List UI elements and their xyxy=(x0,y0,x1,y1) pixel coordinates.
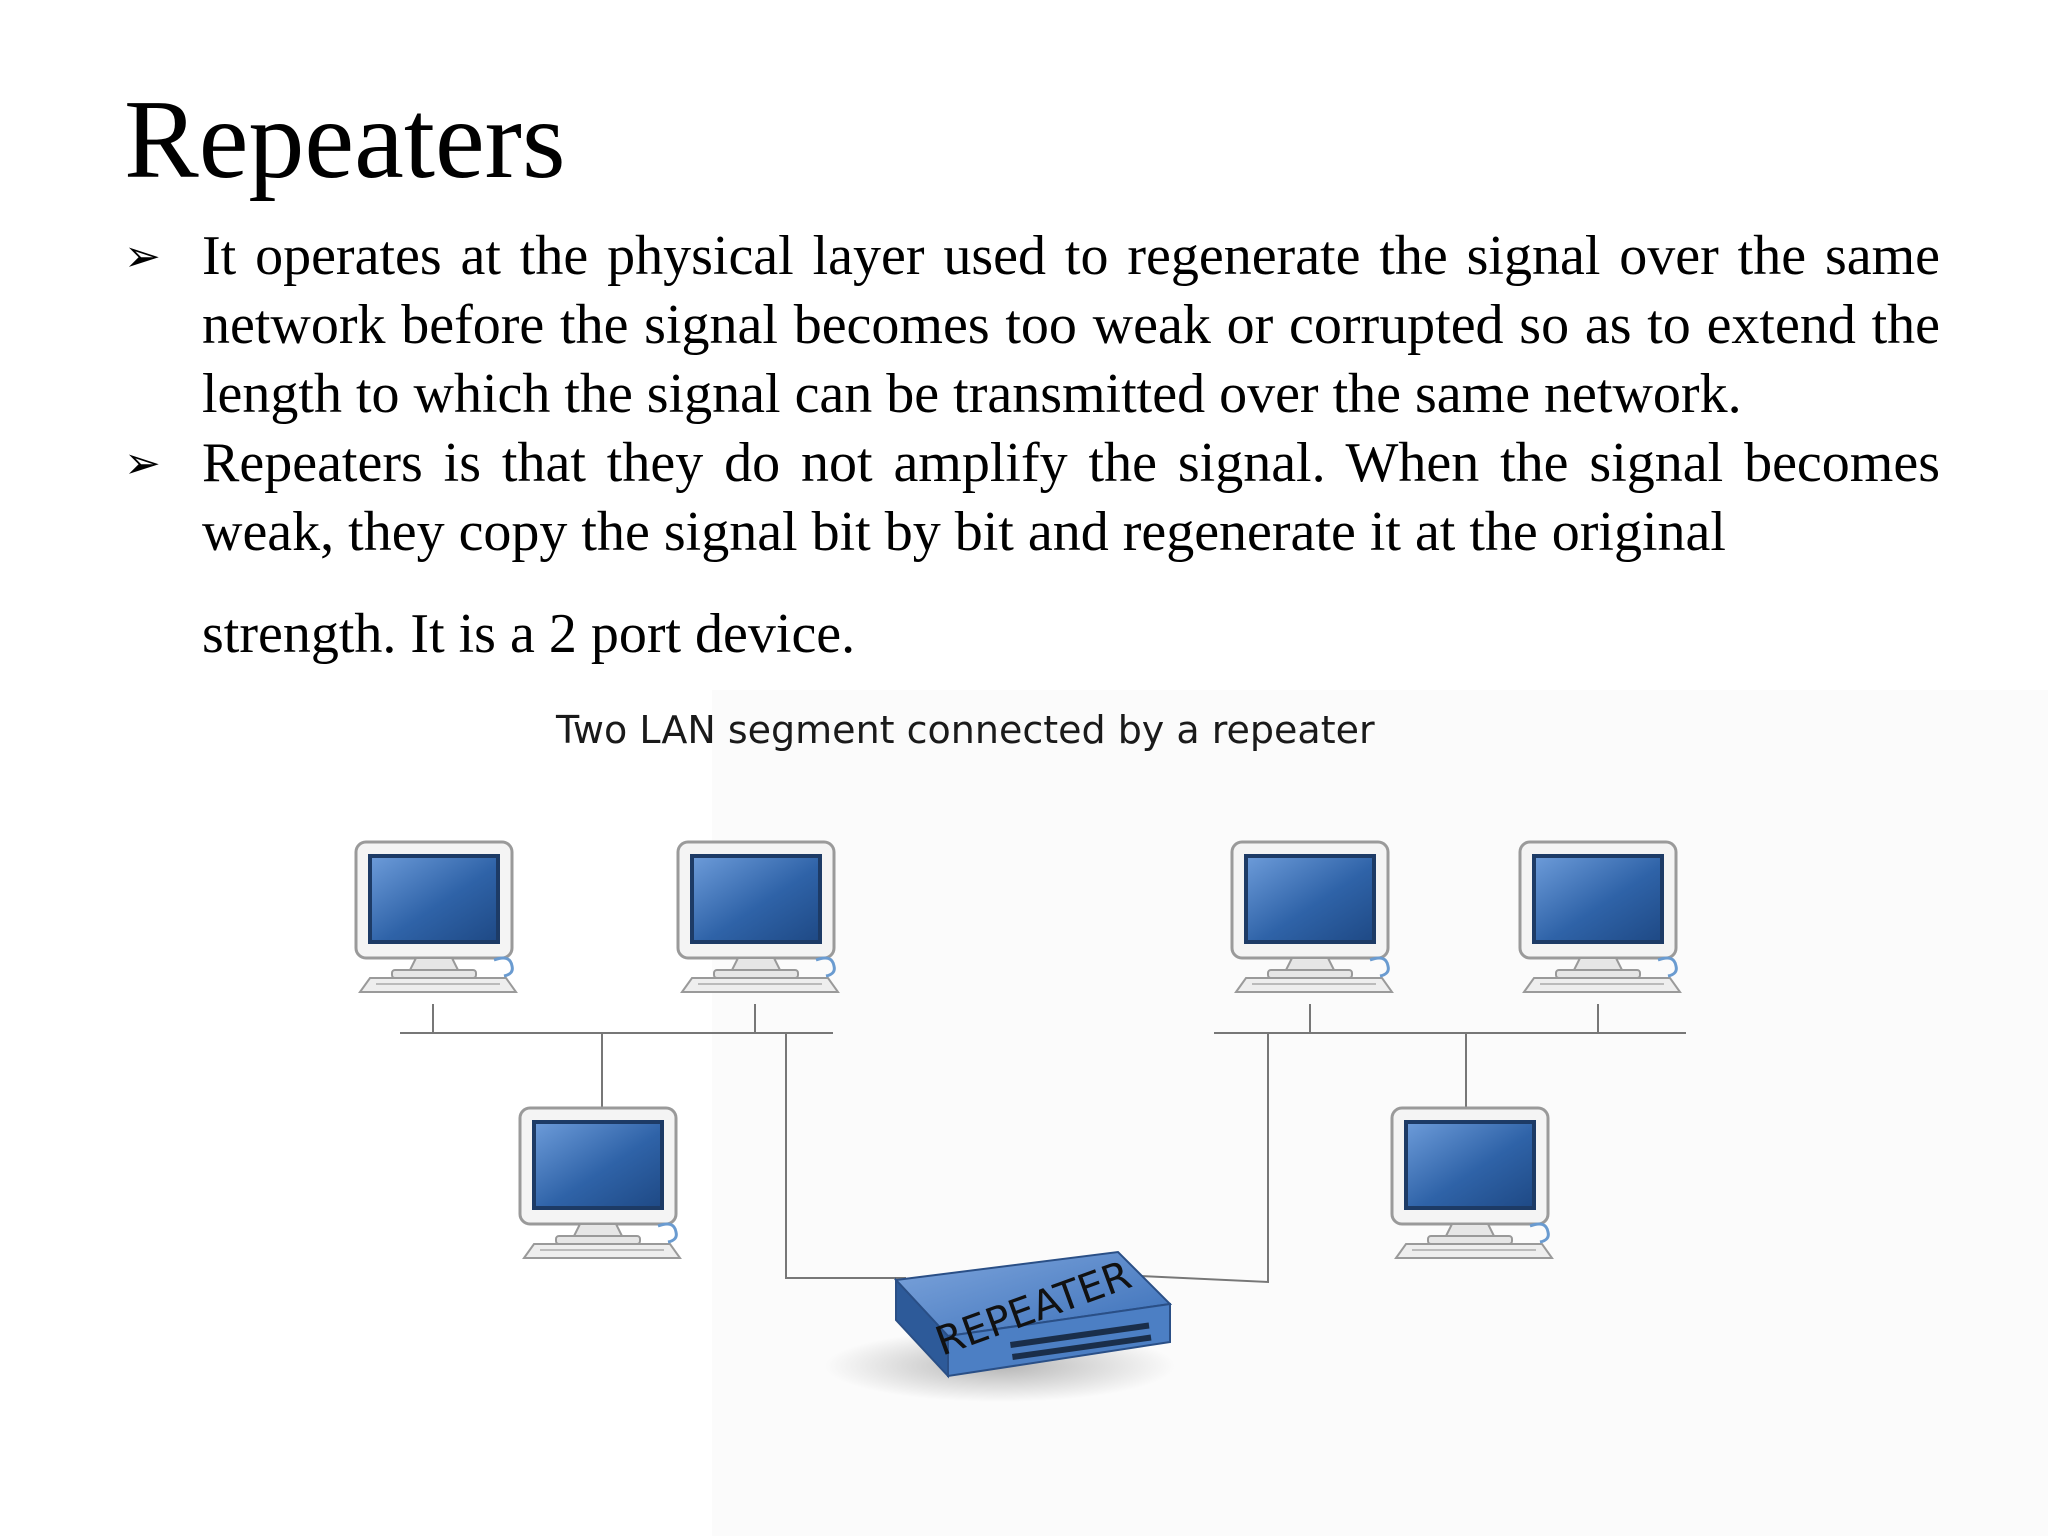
lan2-wires xyxy=(1139,1004,1686,1284)
bullet-item-1: ➢ It operates at the physical layer used… xyxy=(124,222,1940,429)
bullet-list: ➢ It operates at the physical layer used… xyxy=(124,222,1940,669)
lan2-pc-1 xyxy=(1230,840,1394,994)
lan2-pc-3 xyxy=(1390,1106,1554,1260)
bullet-text-2-main: Repeaters is that they do not amplify th… xyxy=(202,432,1940,563)
lan1-wires xyxy=(400,1004,906,1279)
diagram-caption: Two LAN segment connected by a repeater xyxy=(556,708,1375,752)
lan2-pc-2 xyxy=(1518,840,1682,994)
repeater-device: REPEATER xyxy=(825,1250,1175,1402)
lan1-pc-1 xyxy=(354,840,518,994)
lan1-pc-2 xyxy=(676,840,840,994)
bullet-text-2-tail: strength. It is a 2 port device. xyxy=(202,603,856,665)
network-diagram: Two LAN segment connected by a repeater xyxy=(0,690,2048,1536)
arrowhead-bullet-icon: ➢ xyxy=(124,231,161,282)
lan1-pc-3 xyxy=(518,1106,682,1260)
bullet-text-2: Repeaters is that they do not amplify th… xyxy=(202,429,1940,669)
bullet-text-1: It operates at the physical layer used t… xyxy=(202,225,1940,425)
arrowhead-bullet-icon: ➢ xyxy=(124,438,161,489)
diagram-canvas: REPEATER xyxy=(354,840,1686,1402)
bullet-item-2: ➢ Repeaters is that they do not amplify … xyxy=(124,429,1940,669)
slide-title: Repeaters xyxy=(124,78,566,202)
repeater-ports xyxy=(1010,1322,1152,1360)
